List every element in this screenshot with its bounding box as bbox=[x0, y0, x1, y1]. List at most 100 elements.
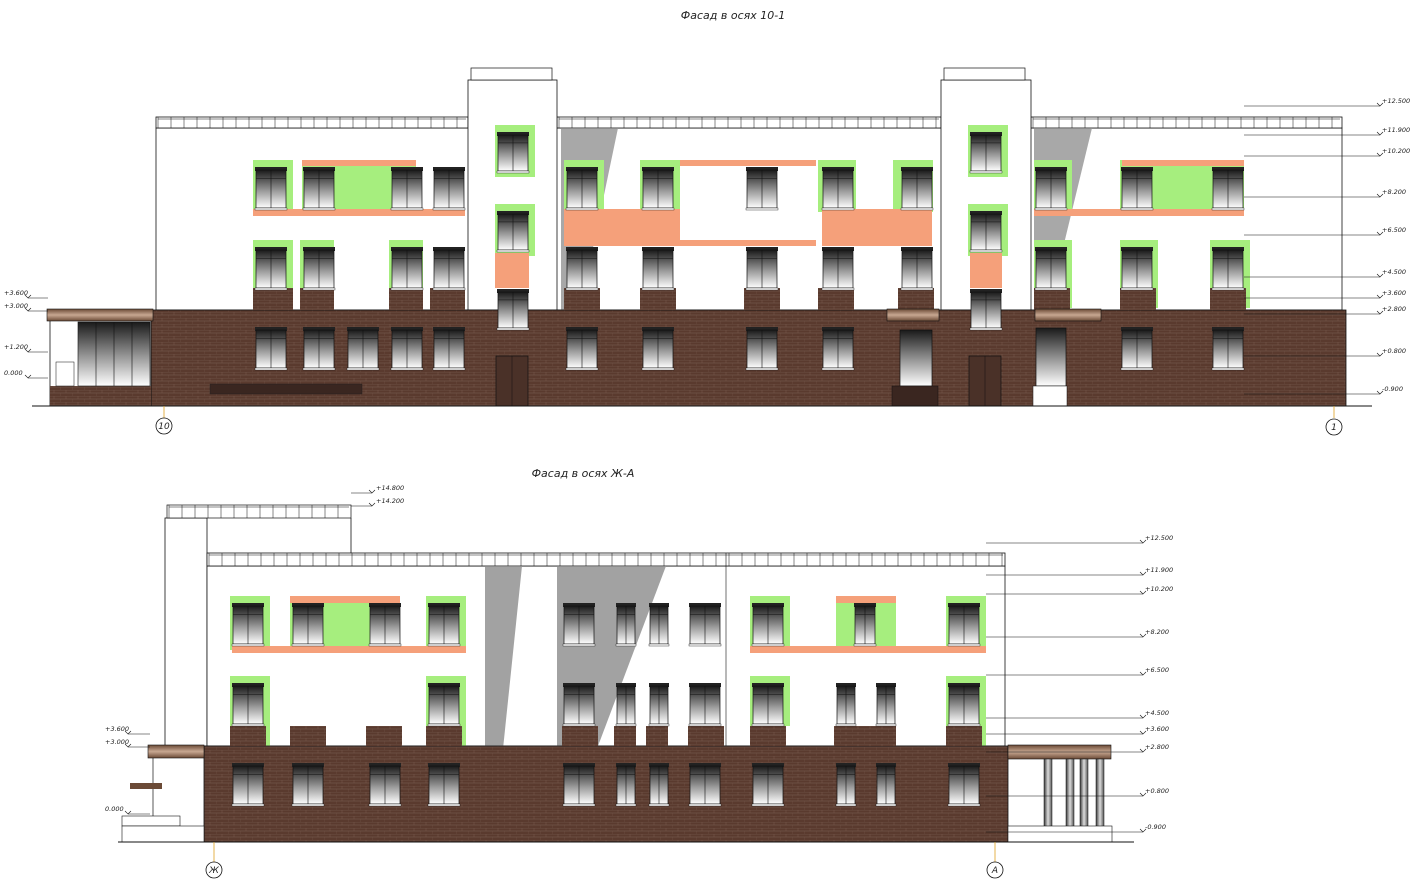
entrance-steps bbox=[1032, 385, 1068, 407]
level-mark: -0.900 bbox=[1244, 385, 1403, 395]
level-label: -0.900 bbox=[1145, 823, 1166, 831]
level-mark: +3.600 bbox=[986, 725, 1169, 735]
level-label: +10.200 bbox=[1145, 585, 1173, 593]
elevation-bottom: Фасад в осях Ж-А bbox=[105, 467, 1173, 879]
level-mark: +6.500 bbox=[1244, 226, 1406, 236]
entrance-steps bbox=[891, 385, 939, 407]
level-label: +4.500 bbox=[1382, 268, 1406, 276]
window bbox=[821, 327, 855, 371]
window bbox=[875, 683, 897, 727]
window bbox=[688, 763, 722, 807]
level-label: -0.900 bbox=[1382, 385, 1403, 393]
window bbox=[390, 327, 424, 371]
window bbox=[368, 763, 402, 807]
level-label: +12.500 bbox=[1145, 534, 1173, 542]
axis-label: А bbox=[991, 866, 998, 876]
window bbox=[821, 247, 855, 291]
level-mark: +3.600 bbox=[105, 725, 150, 735]
window bbox=[565, 247, 599, 291]
window bbox=[688, 683, 722, 727]
level-label: +3.600 bbox=[1382, 289, 1406, 297]
window bbox=[900, 247, 934, 291]
level-label: +3.600 bbox=[4, 289, 28, 297]
level-label: +2.800 bbox=[1382, 305, 1406, 313]
axis-marker-1 bbox=[1325, 418, 1343, 436]
level-label: +2.800 bbox=[1145, 743, 1169, 751]
accent-orange-bands bbox=[253, 160, 1244, 288]
window bbox=[565, 167, 599, 211]
porch-left bbox=[121, 744, 205, 843]
window bbox=[835, 763, 857, 807]
level-mark: +11.900 bbox=[986, 566, 1173, 576]
level-mark: +10.200 bbox=[986, 585, 1173, 595]
level-label: +0.800 bbox=[1382, 347, 1406, 355]
level-mark: +14.200 bbox=[351, 497, 404, 507]
window bbox=[969, 132, 1003, 174]
window bbox=[1120, 247, 1154, 291]
bench bbox=[209, 383, 363, 395]
window bbox=[641, 167, 675, 211]
level-mark: +1.200 bbox=[4, 343, 48, 353]
window bbox=[254, 167, 288, 211]
window bbox=[562, 763, 596, 807]
level-label: +3.600 bbox=[105, 725, 129, 733]
level-mark: +0.800 bbox=[1244, 347, 1406, 357]
level-label: +11.900 bbox=[1382, 126, 1410, 134]
entrance-door-glazed bbox=[1035, 327, 1067, 387]
window bbox=[1211, 167, 1245, 211]
window bbox=[648, 683, 670, 727]
elevation-bottom-title: Фасад в осях Ж-А bbox=[532, 467, 635, 480]
brick-piers-row bbox=[253, 288, 293, 310]
window bbox=[432, 327, 466, 371]
axis-marker-10 bbox=[155, 417, 173, 435]
axis-label: Ж bbox=[208, 866, 219, 876]
level-label: +8.200 bbox=[1145, 628, 1169, 636]
tower-block bbox=[164, 517, 208, 747]
window bbox=[432, 167, 466, 211]
window bbox=[615, 603, 637, 647]
level-label: +3.000 bbox=[105, 738, 129, 746]
window bbox=[496, 132, 530, 174]
window bbox=[969, 289, 1003, 331]
level-label: +6.500 bbox=[1382, 226, 1406, 234]
roof-parapet bbox=[155, 116, 1343, 129]
level-mark: +3.000 bbox=[4, 302, 48, 312]
window bbox=[231, 763, 265, 807]
window bbox=[427, 603, 461, 647]
window bbox=[1211, 247, 1245, 291]
level-mark: +2.800 bbox=[986, 743, 1169, 753]
axis-marker-a bbox=[986, 861, 1004, 879]
entrance-canopy bbox=[886, 308, 940, 322]
window bbox=[1120, 167, 1154, 211]
level-label: +8.200 bbox=[1382, 188, 1406, 196]
window bbox=[751, 763, 785, 807]
level-label: +12.500 bbox=[1382, 97, 1410, 105]
elevation-top: Фасад в осях 10-1 bbox=[4, 9, 1410, 436]
window bbox=[947, 683, 981, 727]
window bbox=[562, 603, 596, 647]
level-label: +14.800 bbox=[376, 484, 404, 492]
window bbox=[835, 683, 857, 727]
window bbox=[615, 683, 637, 727]
level-mark: +3.600 bbox=[4, 289, 48, 299]
level-mark: +2.800 bbox=[1244, 305, 1406, 315]
level-mark: +8.200 bbox=[1244, 188, 1406, 198]
window bbox=[947, 603, 981, 647]
level-label: +3.600 bbox=[1145, 725, 1169, 733]
window bbox=[368, 603, 402, 647]
window bbox=[427, 683, 461, 727]
level-mark: +11.900 bbox=[1244, 126, 1410, 136]
axis-label: 1 bbox=[1331, 423, 1337, 433]
window bbox=[745, 247, 779, 291]
level-mark: +6.500 bbox=[986, 666, 1169, 676]
window bbox=[390, 247, 424, 291]
window bbox=[496, 289, 530, 331]
level-label: +3.000 bbox=[4, 302, 28, 310]
window bbox=[648, 763, 670, 807]
window bbox=[875, 763, 897, 807]
level-mark: +12.500 bbox=[986, 534, 1173, 544]
level-mark: +3.000 bbox=[105, 738, 150, 748]
brick-plinth bbox=[203, 745, 1009, 843]
axis-label: 10 bbox=[158, 422, 170, 432]
level-mark: 0.000 bbox=[4, 369, 48, 379]
